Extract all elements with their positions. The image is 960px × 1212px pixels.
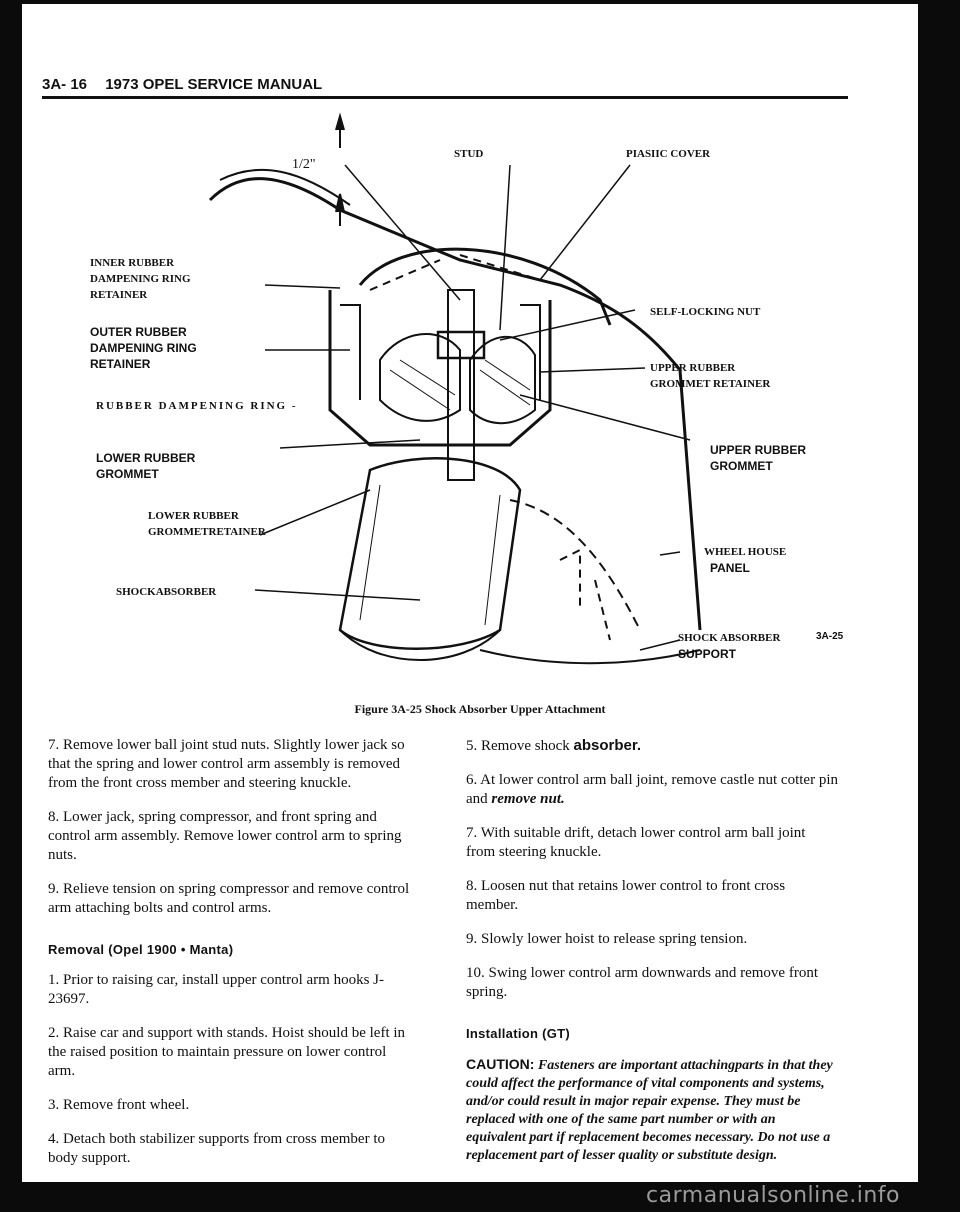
shock-absorber-support-label: SHOCK ABSORBER xyxy=(678,632,781,644)
removal-step-1: 1. Prior to raising car, install upper c… xyxy=(48,972,384,1007)
upper-rubber-grommet-label: UPPER RUBBER xyxy=(710,443,807,457)
installation-heading: Installation (GT) xyxy=(466,1026,571,1041)
lower-grommet-label: GROMMET xyxy=(96,467,159,481)
right-step-5: 5. Remove shock absorber. xyxy=(466,736,838,756)
upper-rubber-label: UPPER RUBBER xyxy=(650,362,736,374)
inner-rubber-label: INNER RUBBER xyxy=(90,257,175,269)
outer-dampening-ring-label: DAMPENING RING xyxy=(90,341,197,355)
watermark: carmanualsonline.info xyxy=(646,1183,900,1208)
right-step-8: 8. Loosen nut that retains lower control… xyxy=(466,878,786,913)
grommet-retainer-label: GROMMET RETAINER xyxy=(650,378,771,390)
right-step-7: 7. With suitable drift, detach lower con… xyxy=(466,825,806,860)
diagram-illustration xyxy=(208,112,702,665)
left-step-8: 8. Lower jack, spring compressor, and fr… xyxy=(48,809,402,863)
outer-rubber-label: OUTER RUBBER xyxy=(90,325,187,339)
page-number: 3A- 16 xyxy=(42,76,88,93)
rubber-dampening-ring-label: RUBBER DAMPENING RING - xyxy=(96,400,298,412)
left-step-9: 9. Relieve tension on spring compressor … xyxy=(48,881,410,916)
scan-edge-top xyxy=(0,0,960,4)
removal-step-2: 2. Raise car and support with stands. Ho… xyxy=(48,1025,406,1079)
support-label: SUPPORT xyxy=(678,647,737,661)
scan-edge-bottom xyxy=(0,1182,960,1212)
figure-id-label: 3A-25 xyxy=(816,631,844,642)
header-rule xyxy=(42,96,848,99)
shock-absorber-diagram: 1/2" STUD PIASIIC COVER INNER RUBBER DAM… xyxy=(40,110,870,695)
self-locking-nut-label: SELF-LOCKING NUT xyxy=(650,306,761,318)
panel-label: PANEL xyxy=(710,561,750,575)
right-step-6-emphasis: remove nut. xyxy=(491,791,565,807)
removal-step-4: 4. Detach both stabilizer supports from … xyxy=(48,1131,386,1166)
plastic-cover-label: PIASIIC COVER xyxy=(626,148,711,160)
manual-title: 1973 OPEL SERVICE MANUAL xyxy=(105,76,323,93)
right-step-6: 6. At lower control arm ball joint, remo… xyxy=(466,771,838,809)
scan-edge-left xyxy=(0,0,22,1212)
removal-step-3: 3. Remove front wheel. xyxy=(48,1097,190,1113)
dimension-label: 1/2" xyxy=(292,157,316,172)
stud-label: STUD xyxy=(454,148,484,160)
lower-rubber-retainer-label: LOWER RUBBER xyxy=(148,510,239,522)
right-step-6-text: 6. At lower control arm ball joint, remo… xyxy=(466,772,838,807)
figure-caption: Figure 3A-25 Shock Absorber Upper Attach… xyxy=(354,702,606,716)
removal-heading: Removal (Opel 1900 • Manta) xyxy=(48,942,234,957)
right-step-10: 10. Swing lower control arm downwards an… xyxy=(466,965,819,1000)
left-column: 7. Remove lower ball joint stud nuts. Sl… xyxy=(48,736,413,1183)
right-step-5-text: 5. Remove shock xyxy=(466,738,574,754)
right-step-9: 9. Slowly lower hoist to release spring … xyxy=(466,931,748,947)
right-column: 5. Remove shock absorber. 6. At lower co… xyxy=(466,736,838,1180)
scan-edge-right xyxy=(918,0,960,1212)
right-step-5-emphasis: absorber. xyxy=(573,737,642,754)
page-header: 3A- 16 1973 OPEL SERVICE MANUAL xyxy=(42,76,322,93)
wheel-house-label: WHEEL HOUSE xyxy=(704,546,787,558)
upper-grommet-label: GROMMET xyxy=(710,459,773,473)
lower-rubber-label: LOWER RUBBER xyxy=(96,451,196,465)
outer-retainer-label: RETAINER xyxy=(90,357,151,371)
inner-retainer-label: RETAINER xyxy=(90,289,148,301)
caution-note: CAUTION: Fasteners are important attachi… xyxy=(466,1055,838,1165)
shock-absorber-label: SHOCKABSORBER xyxy=(116,586,217,598)
lower-grommet-retainer-label: GROMMETRETAINER xyxy=(148,526,266,538)
inner-dampening-ring-label: DAMPENING RING xyxy=(90,273,191,285)
caution-label: CAUTION: xyxy=(466,1056,535,1072)
left-step-7: 7. Remove lower ball joint stud nuts. Sl… xyxy=(48,737,405,791)
caution-text: Fasteners are important attachingparts i… xyxy=(466,1058,833,1163)
